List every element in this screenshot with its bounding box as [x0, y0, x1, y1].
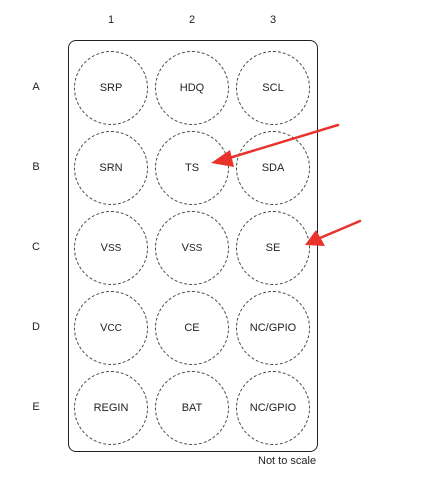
ball-label-subscript: SS [189, 242, 203, 254]
ball-label: BAT [181, 402, 203, 414]
ball-a3: SCL [236, 51, 310, 125]
ball-label: HDQ [179, 82, 205, 94]
ball-a2: HDQ [155, 51, 229, 125]
ball-label: SE [265, 242, 281, 254]
ball-label: V [100, 242, 108, 254]
ball-a1: SRP [74, 51, 148, 125]
ball-label: V [100, 322, 108, 334]
ball-label: SRP [99, 82, 123, 94]
column-label-1: 1 [107, 14, 115, 26]
row-label-d: D [32, 321, 40, 333]
ball-d3: NC/GPIO [236, 291, 310, 365]
row-label-e: E [32, 401, 40, 413]
ball-b1: SRN [74, 131, 148, 205]
ball-label: TS [184, 162, 200, 174]
ball-label: NC/GPIO [249, 402, 297, 414]
ball-label: NC/GPIO [249, 322, 297, 334]
ball-label: REGIN [93, 402, 129, 414]
ball-b3: SDA [236, 131, 310, 205]
arrow-to-se [305, 219, 362, 246]
column-label-3: 3 [269, 14, 277, 26]
row-label-a: A [32, 81, 40, 93]
not-to-scale-note: Not to scale [258, 455, 317, 467]
ball-e1: REGIN [74, 371, 148, 445]
ball-d2: CE [155, 291, 229, 365]
package-outline [68, 40, 318, 452]
ball-label: SDA [261, 162, 285, 174]
ball-label-subscript: SS [108, 242, 122, 254]
ball-c3: SE [236, 211, 310, 285]
ball-label: SRN [99, 162, 123, 174]
arrow-to-ts [211, 123, 340, 167]
ball-label-subscript: CC [107, 322, 122, 334]
ball-b2: TS [155, 131, 229, 205]
row-label-c: C [32, 241, 40, 253]
ball-e3: NC/GPIO [236, 371, 310, 445]
ball-label: V [181, 242, 189, 254]
ball-label: SCL [262, 82, 284, 94]
row-label-b: B [32, 161, 40, 173]
ball-e2: BAT [155, 371, 229, 445]
ball-label: CE [184, 322, 200, 334]
column-label-2: 2 [188, 14, 196, 26]
